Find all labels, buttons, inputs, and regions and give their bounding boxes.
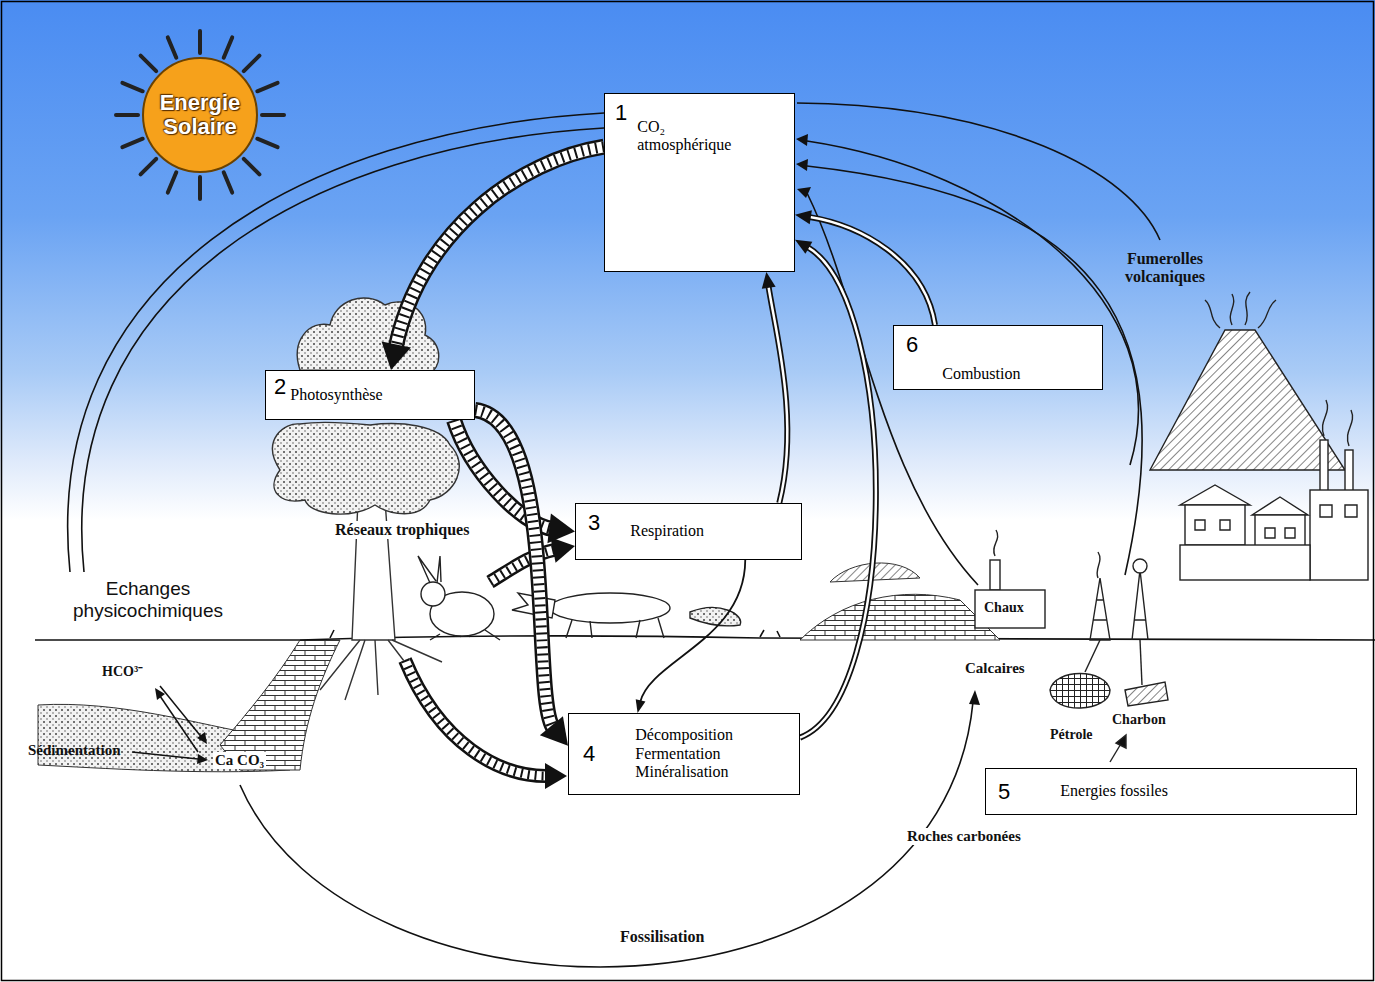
flow-line — [800, 247, 876, 738]
text-group: CO₂ atmosphérique — [637, 118, 755, 155]
flow-line — [475, 410, 554, 729]
flow-arrow — [795, 210, 935, 325]
callout-number: 4 — [583, 743, 595, 765]
pool-box: 5 Energies fossiles — [985, 768, 1357, 815]
callout-number: 3 — [588, 512, 600, 534]
exchange-label: Echanges physicochimiques — [58, 578, 238, 622]
box-label: Décomposition — [635, 726, 733, 744]
sun-circle: Energie Solaire — [142, 57, 258, 173]
text-group: 5 — [998, 781, 1010, 803]
text-group: 6 — [906, 334, 918, 356]
hare — [418, 556, 500, 640]
process-box: 3 Respiration — [575, 503, 802, 560]
flow-line — [640, 560, 745, 702]
text-group: DécompositionFermentationMinéralisation — [635, 726, 733, 781]
sun-rays — [116, 31, 284, 199]
text-group: 2 — [274, 376, 286, 398]
callout-number: 5 — [998, 781, 1010, 803]
box-label: Minéralisation — [635, 763, 733, 781]
text-group: 1 — [615, 102, 627, 124]
text-group: 4 — [583, 743, 595, 765]
process-label: Fossilisation — [620, 928, 704, 946]
text-group: Respiration — [630, 522, 704, 540]
fuel-label: Pétrole — [1050, 727, 1093, 743]
oil-and-coal — [1050, 552, 1168, 762]
kiln-label: Chaux — [984, 600, 1024, 616]
emission-lines — [807, 141, 1142, 585]
arrowhead — [762, 272, 776, 289]
text-group: Combustion — [942, 365, 1020, 383]
ion-label: HCO³⁻ — [102, 664, 143, 680]
flow-line — [808, 217, 935, 325]
flow-line — [475, 410, 554, 729]
factories — [1180, 400, 1368, 580]
text-group: 3 — [588, 512, 600, 534]
arrowhead — [795, 240, 812, 254]
text-group: Energie Solaire — [150, 91, 250, 139]
flow-line — [800, 247, 876, 738]
process-label: Sédimentation — [28, 742, 121, 759]
arrowhead — [382, 341, 411, 370]
flow-arrow — [636, 560, 746, 713]
limestone-hills — [800, 563, 1000, 640]
flow-line — [395, 147, 604, 349]
flow-line — [475, 410, 554, 729]
arrowhead — [547, 514, 575, 544]
box-label: Fermentation — [635, 745, 733, 763]
box-label: Combustion — [942, 365, 1020, 383]
arrowhead — [795, 210, 812, 224]
mineral-label: Ca CO₃ — [213, 752, 266, 769]
callout-number: 2 — [274, 376, 286, 398]
pool-box: 1CO₂ atmosphérique — [604, 93, 795, 272]
flow-arrow — [762, 272, 788, 503]
volcano — [1150, 292, 1345, 470]
flow-arrow — [795, 240, 876, 738]
flow-line — [395, 147, 604, 349]
emission-arrowheads — [796, 134, 811, 198]
box-label: CO₂ atmosphérique — [637, 118, 755, 155]
box-label: Respiration — [630, 522, 704, 540]
lime-kiln — [975, 530, 1045, 628]
text-group: Energies fossiles — [1060, 782, 1168, 800]
process-box: 6Combustion — [893, 325, 1103, 390]
fossilisation-arrowhead — [969, 690, 980, 705]
callout-number: 1 — [615, 102, 627, 124]
rock-label: Roches carbonées — [905, 828, 1023, 845]
sun-label: Energie Solaire — [150, 91, 250, 139]
process-box: 4 DécompositionFermentationMinéralisation — [568, 713, 800, 795]
fuel-label: Charbon — [1112, 712, 1166, 728]
fossilisation-arc — [240, 702, 973, 967]
arrowhead — [636, 699, 646, 713]
flow-line — [768, 285, 787, 503]
flow-arrow — [475, 410, 568, 746]
flow-line — [768, 285, 787, 503]
callout-number: 6 — [906, 334, 918, 356]
box-label: Energies fossiles — [1060, 782, 1168, 800]
food-web-label: Réseaux trophiques — [333, 521, 471, 539]
text-group: Photosynthèse — [290, 386, 382, 404]
flow-arrow — [382, 147, 604, 370]
flow-line — [808, 217, 935, 325]
box-label: Photosynthèse — [290, 386, 382, 404]
process-box: 2Photosynthèse — [265, 370, 475, 420]
arrowhead — [540, 716, 568, 746]
rock-label: Calcaires — [965, 660, 1025, 677]
volcano-label: Fumerolles volcaniques — [1105, 250, 1225, 287]
flow-line — [395, 147, 604, 349]
